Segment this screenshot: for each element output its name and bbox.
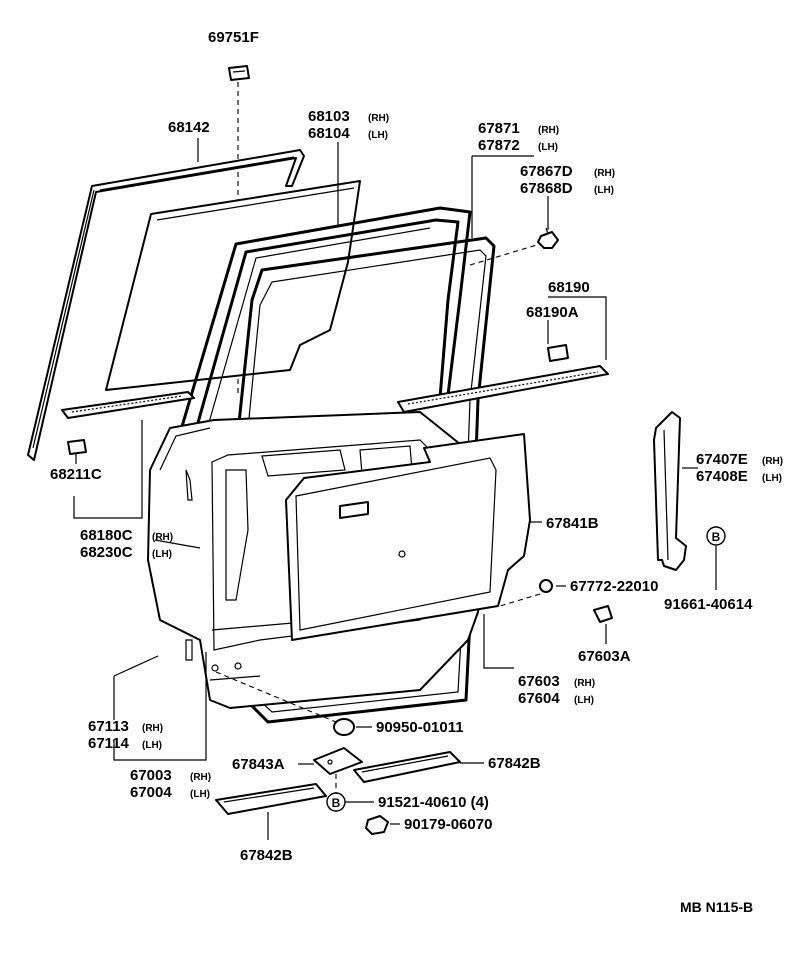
label-67603: 67603 — [518, 673, 560, 690]
suffix-67114: (LH) — [142, 740, 162, 751]
label-67408e: 67408E — [696, 468, 748, 485]
label-68190: 68190 — [548, 279, 590, 296]
label-67841b: 67841B — [546, 515, 599, 532]
bolt-marker-91661: B — [706, 526, 726, 546]
label-68142: 68142 — [168, 119, 210, 136]
suffix-67004: (LH) — [190, 789, 210, 800]
suffix-67872: (LH) — [538, 142, 558, 153]
label-68104: 68104 — [308, 125, 350, 142]
label-67114: 67114 — [88, 735, 130, 752]
label-68103: 68103 — [308, 108, 350, 125]
scuff-plate-67842b-left — [215, 783, 327, 815]
suffix-68104: (LH) — [368, 130, 388, 141]
label-90179: 90179-06070 — [404, 816, 492, 833]
clip-68190a — [547, 344, 569, 362]
footer-code: MB N115-B — [680, 899, 753, 915]
suffix-67407e: (RH) — [762, 456, 783, 467]
clip-67772 — [539, 579, 553, 593]
trim-board-67841b — [285, 433, 531, 641]
nut-90179 — [365, 815, 389, 835]
belt-moulding-68180c — [61, 391, 195, 419]
label-69751f: 69751F — [208, 29, 259, 46]
label-67772: 67772-22010 — [570, 578, 658, 595]
label-67603a: 67603A — [578, 648, 631, 665]
clip-67603a — [593, 605, 613, 623]
suffix-67603: (RH) — [574, 678, 595, 689]
label-67407e: 67407E — [696, 451, 748, 468]
label-67867d: 67867D — [520, 163, 573, 180]
suffix-67868d: (LH) — [594, 185, 614, 196]
label-67003: 67003 — [130, 767, 172, 784]
label-67004: 67004 — [130, 784, 172, 801]
leader-dash-90950 — [215, 671, 337, 723]
clip-67867d — [537, 227, 559, 249]
plug-90950 — [333, 718, 355, 736]
label-67113: 67113 — [88, 718, 129, 735]
door-glass-68103 — [105, 180, 361, 391]
label-91521: 91521-40610 (4) — [378, 794, 489, 811]
belt-weatherstrip-68190 — [397, 365, 609, 413]
bolt-marker-91521: B — [326, 792, 346, 812]
label-90950: 90950-01011 — [376, 719, 464, 736]
suffix-67871: (RH) — [538, 125, 559, 136]
label-68190a: 68190A — [526, 304, 579, 321]
label-67842b-left: 67842B — [240, 847, 293, 864]
clip-69751f — [228, 65, 250, 81]
bolt-marker-91661-letter: B — [712, 530, 721, 544]
label-67843a: 67843A — [232, 756, 285, 773]
suffix-67867d: (RH) — [594, 168, 615, 179]
suffix-68230c: (LH) — [152, 549, 172, 560]
weatherstrip-67871 — [232, 236, 496, 724]
channel-67407e — [653, 411, 687, 571]
plate-67843a — [313, 747, 363, 775]
door-sash-frame — [176, 206, 472, 445]
leader-lines — [73, 138, 717, 840]
label-67842b-right: 67842B — [488, 755, 541, 772]
suffix-67003: (RH) — [190, 772, 211, 783]
label-67868d: 67868D — [520, 180, 573, 197]
label-68180c: 68180C — [80, 527, 133, 544]
suffix-67408e: (LH) — [762, 473, 782, 484]
leader-dash-67867d — [469, 243, 541, 266]
label-67604: 67604 — [518, 690, 560, 707]
label-68230c: 68230C — [80, 544, 133, 561]
run-channel-68142 — [27, 149, 305, 461]
suffix-67113: (RH) — [142, 723, 163, 734]
label-91661: 91661-40614 — [664, 596, 753, 613]
label-67871: 67871 — [478, 120, 520, 137]
suffix-68103: (RH) — [368, 113, 389, 124]
leader-dash-67772 — [499, 593, 541, 607]
bolt-marker-91521-letter: B — [332, 796, 341, 810]
label-68211c: 68211C — [50, 466, 102, 483]
clip-68211c — [67, 439, 87, 455]
suffix-67604: (LH) — [574, 695, 594, 706]
scuff-plate-67842b-right — [353, 751, 461, 783]
label-67872: 67872 — [478, 137, 520, 154]
suffix-68180c: (RH) — [152, 532, 173, 543]
